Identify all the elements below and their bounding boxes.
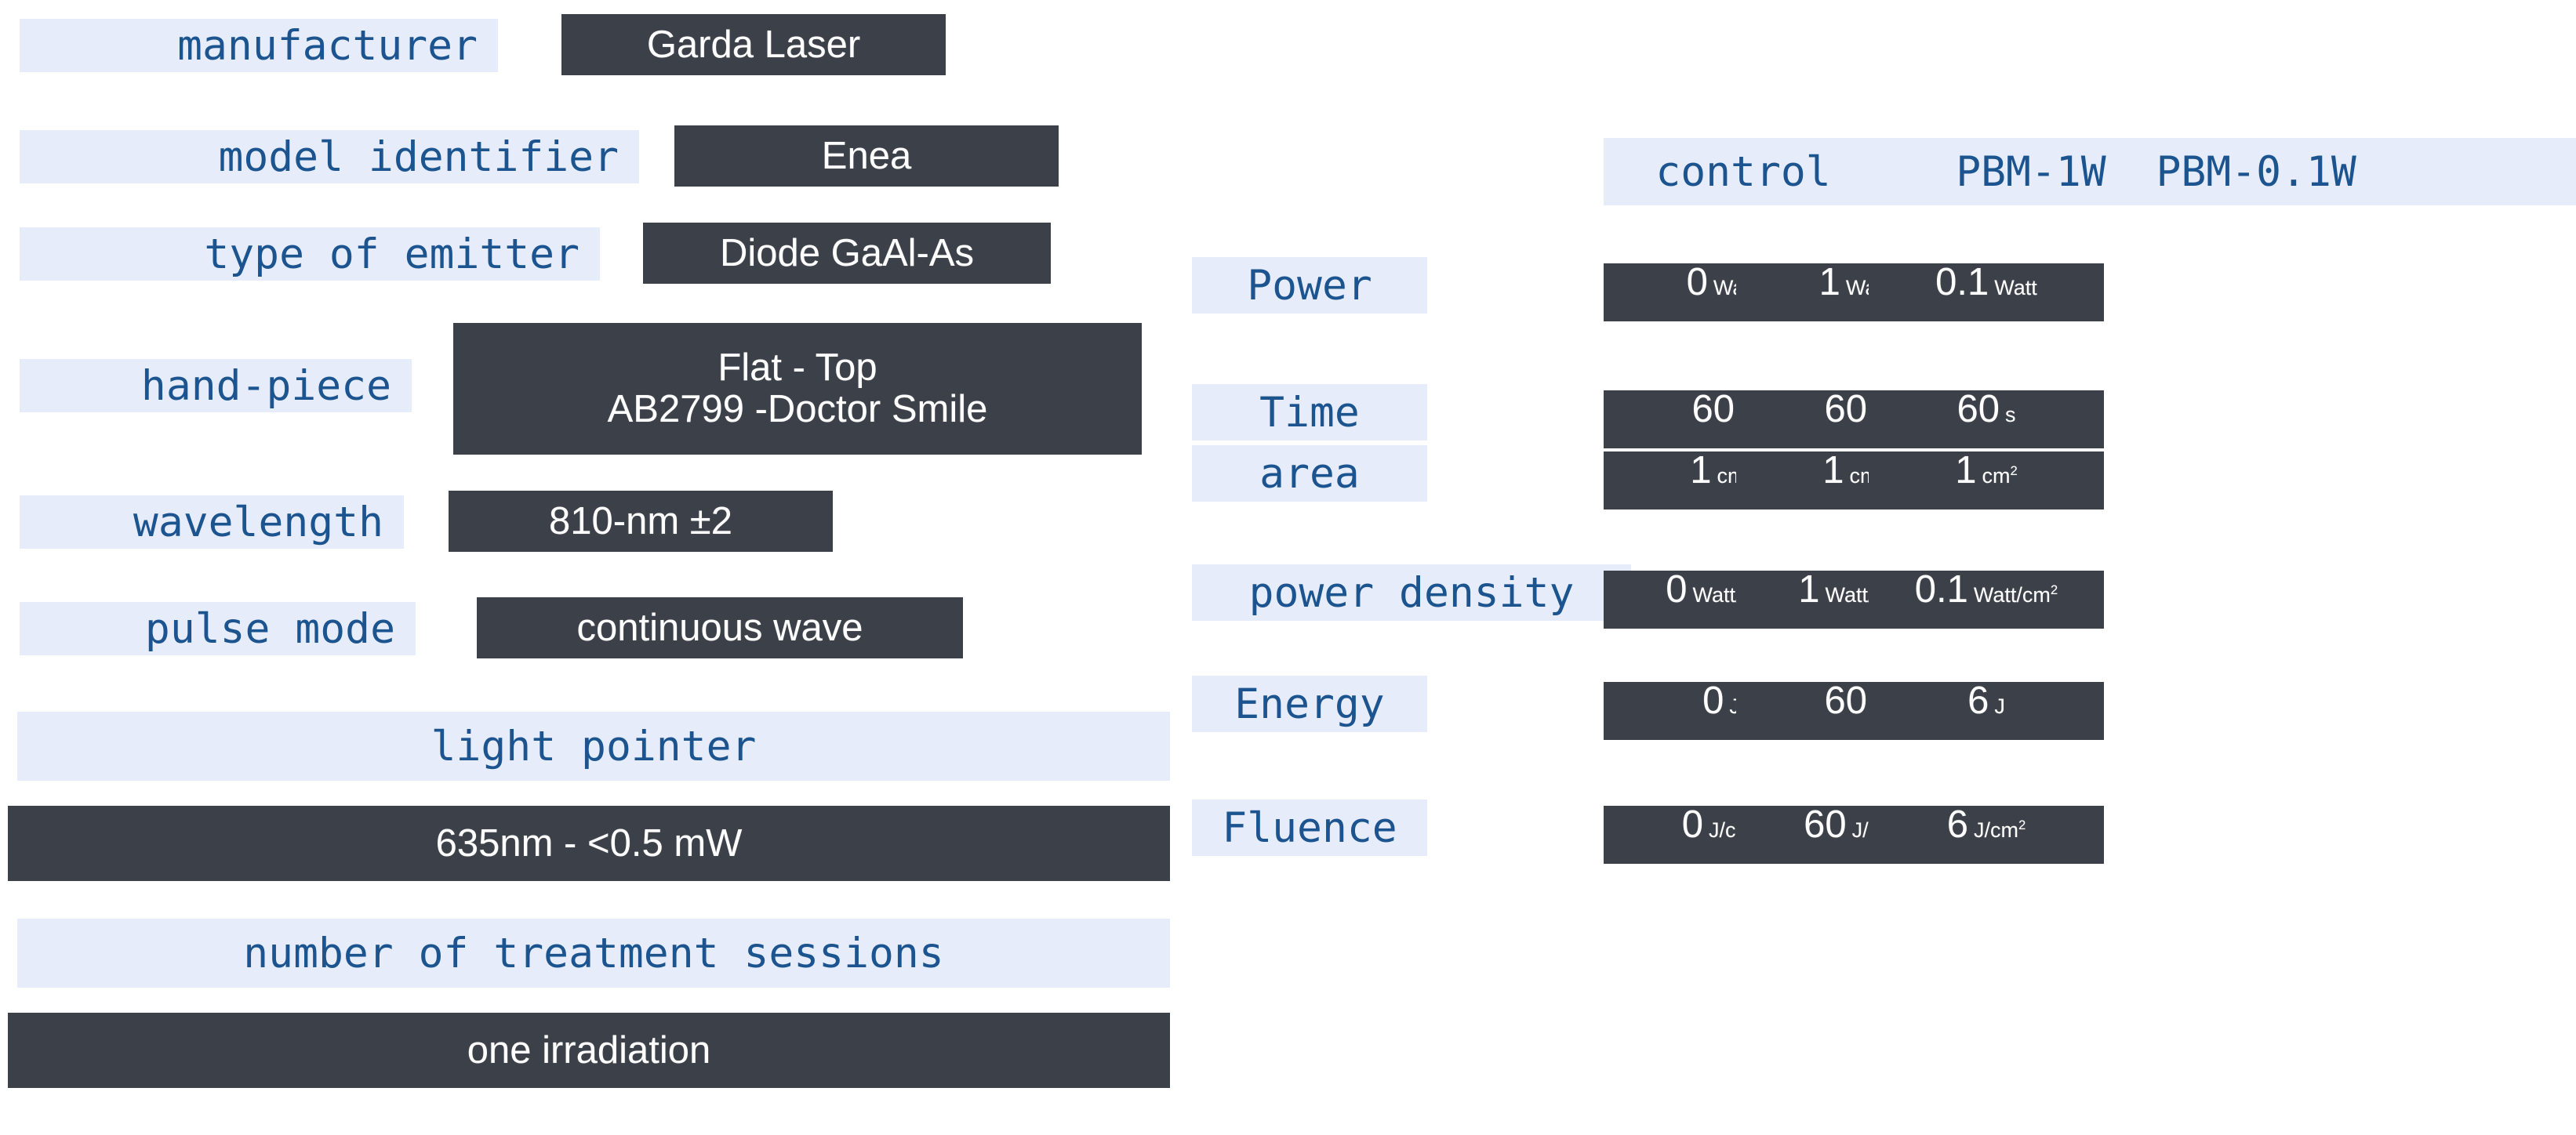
spec-value-hand-piece: Flat - Top AB2799 -Doctor Smile (453, 323, 1142, 455)
cell-value: 1 (1955, 449, 1977, 491)
cell-value: 60 (1957, 388, 2000, 430)
cell-unit: Watt/cm2 (1973, 582, 2058, 607)
spec-value-model-identifier: Enea (674, 125, 1059, 187)
cell-value: 60 (1804, 803, 1847, 846)
cell-value: 0 (1666, 568, 1688, 611)
spec-value-manufacturer: Garda Laser (561, 14, 946, 75)
cell-unit: J/cm2 (1973, 818, 2026, 842)
cell-unit: Watt (1994, 276, 2037, 299)
cell-value: 1 (1818, 261, 1840, 303)
cell-power-pbm-01w: 0.1 Watt (1869, 263, 2104, 321)
spec-value-number-of-treatment-sessions: one irradiation (8, 1013, 1170, 1088)
spec-value-hand-piece-line2: AB2799 -Doctor Smile (607, 388, 988, 430)
cell-value: 60 (1824, 680, 1867, 722)
spec-label-pulse-mode: pulse mode (20, 602, 416, 655)
cell-value: 0.1 (1935, 261, 1989, 303)
cell-fluence-pbm-01w: 6 J/cm2 (1869, 806, 2104, 864)
cell-time-pbm-01w: 60 s (1869, 390, 2104, 448)
spec-label-number-of-treatment-sessions: number of treatment sessions (17, 919, 1170, 988)
spec-label-light-pointer: light pointer (17, 712, 1170, 781)
cell-value: 0.1 (1914, 568, 1968, 611)
cell-value: 0 (1681, 803, 1703, 846)
spec-label-wavelength: wavelength (20, 495, 404, 549)
spec-label-manufacturer: manufacturer (20, 19, 498, 72)
spec-label-hand-piece: hand-piece (20, 359, 412, 412)
cell-unit: J (1994, 694, 2005, 718)
cell-energy-pbm-01w: 6 J (1869, 682, 2104, 740)
cell-value: 6 (1967, 680, 1989, 722)
cell-value: 1 (1798, 568, 1820, 611)
cell-value: 1 (1690, 449, 1712, 491)
row-label-fluence: Fluence (1192, 800, 1427, 856)
cell-value: 60 (1824, 388, 1867, 430)
cell-value: 0 (1702, 680, 1724, 722)
spec-value-hand-piece-line1: Flat - Top (718, 346, 877, 390)
cell-power-density-pbm-01w: 0.1 Watt/cm2 (1869, 571, 2104, 629)
cell-area-pbm-01w: 1 cm2 (1869, 451, 2104, 509)
device-specification-panel: manufacturer Garda Laser model identifie… (0, 0, 1176, 1135)
row-label-power-density: power density (1192, 564, 1631, 621)
spec-value-light-pointer: 635nm - <0.5 mW (8, 806, 1170, 881)
row-label-time: Time (1192, 384, 1427, 441)
cell-value: 0 (1686, 261, 1708, 303)
row-label-area: area (1192, 445, 1427, 502)
cell-value: 60 (1691, 388, 1735, 430)
cell-value: 6 (1946, 803, 1968, 846)
spec-value-type-of-emitter: Diode GaAl-As (643, 223, 1051, 284)
spec-label-model-identifier: model identifier (20, 130, 639, 183)
cell-unit: cm2 (1982, 463, 2018, 488)
cell-value: 1 (1822, 449, 1844, 491)
spec-value-wavelength: 810-nm ±2 (449, 491, 833, 552)
spec-label-type-of-emitter: type of emitter (20, 227, 600, 281)
row-label-energy: Energy (1192, 676, 1427, 732)
dosimetry-table: control PBM-1W PBM-0.1W control Power 0 … (1176, 0, 2576, 1135)
cell-unit: s (2005, 403, 2016, 426)
spec-value-pulse-mode: continuous wave (477, 597, 963, 658)
column-header-control-overlay: control (1604, 138, 1883, 205)
row-label-power: Power (1192, 257, 1427, 314)
